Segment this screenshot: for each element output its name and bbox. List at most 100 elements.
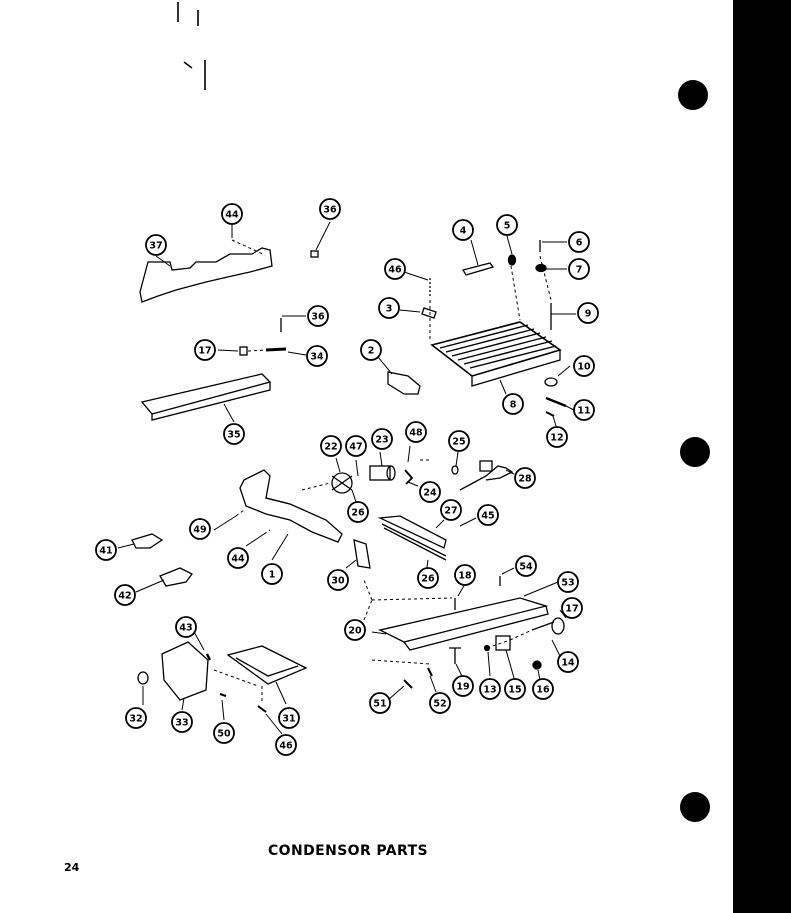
part-clip-42	[159, 567, 193, 587]
callout-14: 14	[557, 651, 579, 673]
part-motor-23	[369, 465, 391, 481]
callout-28: 28	[514, 467, 536, 489]
callout-label: 25	[452, 437, 465, 448]
callout-7: 7	[568, 258, 590, 280]
callout-label: 36	[323, 205, 337, 216]
callout-label: 47	[349, 442, 362, 453]
callout-circle	[504, 678, 526, 700]
callout-3: 3	[378, 297, 400, 319]
part-wire-28	[459, 465, 514, 491]
callout-label: 32	[129, 714, 142, 725]
callout-26: 26	[347, 501, 369, 523]
callout-48: 48	[405, 421, 427, 443]
callout-circle	[429, 692, 451, 714]
callout-circle	[327, 569, 349, 591]
callout-50: 50	[213, 722, 235, 744]
callout-46: 46	[384, 258, 406, 280]
callout-circle	[405, 421, 427, 443]
callout-label: 54	[519, 562, 533, 573]
callout-circle	[95, 539, 117, 561]
callout-circle	[275, 734, 297, 756]
part-fan-22	[331, 472, 353, 494]
callout-label: 48	[409, 428, 423, 439]
callout-52: 52	[429, 692, 451, 714]
part-bracket-30	[353, 539, 371, 569]
callout-label: 17	[198, 346, 211, 357]
callout-circle	[371, 428, 393, 450]
part-rail-27	[377, 515, 447, 549]
part-shroud-1	[239, 469, 343, 543]
callout-label: 44	[231, 554, 245, 565]
callout-circle	[557, 571, 579, 593]
callout-label: 28	[518, 474, 532, 485]
callout-label: 12	[550, 433, 563, 444]
part-plate-33	[161, 641, 209, 701]
part-clip-38	[310, 250, 319, 258]
callout-circle	[114, 584, 136, 606]
callout-circle	[171, 711, 193, 733]
part-clip-41	[131, 533, 164, 549]
callout-circle	[261, 563, 283, 585]
callout-label: 27	[444, 506, 457, 517]
callout-19: 19	[452, 675, 474, 697]
callout-20: 20	[344, 619, 366, 641]
callout-44: 44	[227, 547, 249, 569]
callout-47: 47	[345, 435, 367, 457]
callout-label: 26	[351, 508, 365, 519]
callout-label: 24	[423, 488, 437, 499]
punch-hole-top	[678, 80, 708, 110]
callout-51: 51	[369, 692, 391, 714]
callout-26: 26	[417, 567, 439, 589]
callout-label: 18	[458, 571, 472, 582]
callout-circle	[221, 203, 243, 225]
callout-label: 33	[175, 718, 188, 729]
callout-label: 49	[193, 525, 206, 536]
callout-13: 13	[479, 678, 501, 700]
callout-label: 15	[508, 685, 521, 696]
callout-label: 36	[311, 312, 325, 323]
callout-4: 4	[452, 219, 474, 241]
callout-5: 5	[496, 214, 518, 236]
leader-lines	[117, 221, 576, 735]
part-strip-11	[545, 396, 567, 408]
part-clip-46-bottom	[257, 705, 267, 713]
callout-label: 45	[481, 511, 494, 522]
binder-edge	[733, 0, 791, 913]
callout-33: 33	[171, 711, 193, 733]
callout-circle	[502, 393, 524, 415]
callout-label: 44	[225, 210, 239, 221]
callout-circle	[223, 423, 245, 445]
callout-circle	[452, 219, 474, 241]
callout-circle	[532, 678, 554, 700]
callout-label: 10	[577, 362, 591, 373]
callout-35: 35	[223, 423, 245, 445]
callout-label: 13	[483, 685, 496, 696]
callout-31: 31	[278, 707, 300, 729]
callout-label: 8	[510, 400, 517, 411]
callout-circle	[307, 305, 329, 327]
part-bolt-19	[449, 647, 461, 664]
callout-15: 15	[504, 678, 526, 700]
part-clip-3	[421, 307, 437, 319]
scan-marks	[177, 2, 206, 90]
callout-label: 6	[576, 238, 583, 249]
callout-circle	[546, 426, 568, 448]
callout-16: 16	[532, 678, 554, 700]
callout-circle	[454, 564, 476, 586]
callout-circle	[213, 722, 235, 744]
callout-25: 25	[448, 430, 470, 452]
callout-label: 7	[576, 265, 583, 276]
page-number: 24	[64, 861, 80, 874]
callout-label: 26	[421, 574, 435, 585]
callout-11: 11	[573, 399, 595, 421]
callout-circle	[384, 258, 406, 280]
part-tube-34	[265, 347, 287, 352]
part-pin-17	[239, 346, 248, 356]
callout-circle	[227, 547, 249, 569]
callout-circle	[360, 339, 382, 361]
part-screw-52	[427, 667, 433, 677]
callout-36: 36	[319, 198, 341, 220]
callout-36: 36	[307, 305, 329, 327]
callout-43: 43	[175, 616, 197, 638]
